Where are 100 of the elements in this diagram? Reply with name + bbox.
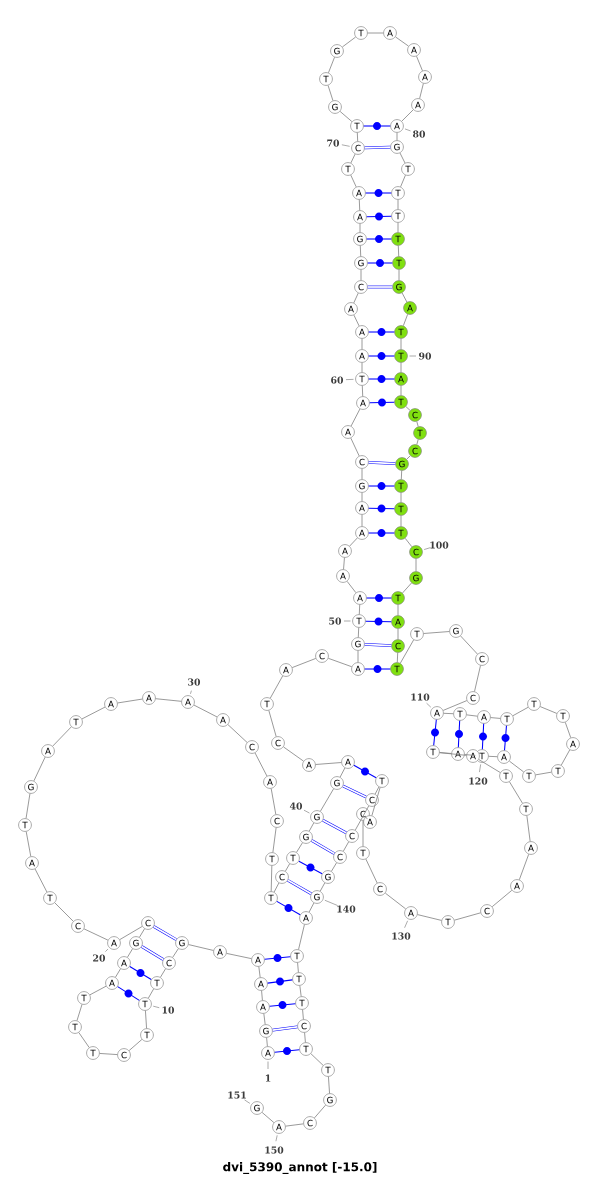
backbone-line: [401, 292, 408, 303]
backbone-line: [402, 582, 412, 594]
backbone-line: [397, 222, 399, 233]
backbone-line: [258, 966, 261, 978]
backbone-line: [272, 827, 277, 853]
backbone-line: [442, 700, 468, 711]
backbone-line: [147, 988, 155, 999]
position-number: 30: [188, 678, 201, 686]
backbone-line: [508, 760, 525, 773]
position-number: 40: [289, 802, 303, 810]
backbone-line: [343, 557, 345, 570]
base-pair-line: [364, 665, 391, 673]
backbone-line: [128, 1039, 143, 1051]
position-number: 50: [329, 617, 342, 625]
base-pair-line: [366, 285, 394, 289]
backbone-line: [374, 786, 380, 795]
backbone-line: [443, 712, 454, 715]
backbone-line: [564, 721, 572, 739]
backbone-line: [535, 771, 552, 776]
backbone-line: [291, 658, 317, 668]
backbone-line: [405, 406, 411, 411]
backbone-line: [415, 558, 417, 572]
position-number: 80: [413, 130, 426, 138]
backbone-line: [270, 865, 273, 892]
backbone-line: [539, 706, 558, 714]
backbone-line: [360, 269, 362, 281]
backbone-line: [172, 948, 179, 958]
position-number: 90: [419, 352, 432, 360]
backbone-line: [371, 787, 381, 816]
base-pair-line: [342, 784, 367, 799]
backbone-line: [270, 788, 277, 815]
backbone-line: [400, 515, 402, 527]
backbone-line: [402, 313, 409, 327]
base-pair-line: [264, 954, 291, 962]
backbone-line: [273, 882, 280, 893]
backbone-line: [367, 32, 384, 34]
backbone-line: [397, 199, 399, 210]
backbone-line: [227, 724, 248, 743]
backbone-line: [261, 990, 263, 1001]
base-pair-line: [365, 189, 392, 197]
backbone-line: [526, 815, 531, 842]
backbone-line: [384, 892, 407, 910]
backbone-line: [416, 55, 423, 72]
backbone-line: [139, 928, 145, 938]
position-number: 130: [392, 932, 411, 940]
base-pair-line: [369, 398, 395, 407]
backbone-line: [460, 635, 478, 655]
position-number: 100: [430, 541, 449, 549]
backbone-line: [261, 1112, 275, 1123]
backbone-line: [354, 805, 370, 831]
base-pair-line: [363, 642, 393, 648]
backbone-line: [399, 152, 406, 164]
backbone-line: [357, 627, 360, 638]
base-pair-line: [368, 482, 395, 490]
backbone-line: [25, 793, 31, 819]
backbone-line: [54, 902, 74, 922]
backbone-line: [155, 698, 182, 702]
backbone-line: [361, 362, 363, 373]
backbone-line: [361, 338, 363, 350]
backbone-line: [361, 468, 363, 480]
position-number: 20: [93, 954, 106, 962]
backbone-line: [478, 759, 501, 773]
base-pair-line: [368, 328, 395, 336]
backbone-line: [304, 1032, 306, 1043]
backbone-line: [342, 841, 350, 852]
backbone-line: [466, 714, 478, 717]
backbone-line: [359, 223, 361, 233]
caption: dvi_5390_annot [-15.0]: [223, 1162, 377, 1174]
backbone-line: [283, 746, 304, 762]
backbone-line: [319, 882, 326, 892]
backbone-line: [361, 385, 364, 397]
position-number: 110: [411, 693, 430, 701]
backbone-line: [400, 492, 402, 503]
base-pair-line: [367, 259, 393, 267]
backbone-line: [117, 698, 143, 704]
backbone-line: [356, 132, 359, 142]
base-pair-line: [366, 235, 392, 243]
backbone-line: [89, 985, 107, 996]
backbone-line: [285, 863, 291, 872]
backbone-line: [193, 704, 218, 718]
backbone-line: [365, 858, 378, 884]
backbone-line: [78, 1032, 90, 1048]
base-pair-line: [367, 460, 397, 466]
base-pair-line: [322, 819, 347, 835]
base-pair-line: [140, 945, 165, 961]
backbone-line: [490, 717, 501, 719]
base-pair-line: [431, 719, 439, 746]
backbone-line: [365, 816, 368, 820]
backbone-line: [400, 338, 402, 350]
base-pair-line: [368, 375, 395, 383]
backbone-line: [308, 902, 315, 913]
backbone-line: [488, 755, 498, 758]
backbone-line: [327, 85, 334, 101]
backbone-line: [339, 111, 353, 122]
backbone-line: [396, 652, 399, 663]
backbone-line: [350, 174, 357, 188]
backbone-line: [400, 385, 402, 396]
backbone-line: [119, 926, 143, 940]
backbone-line: [285, 1123, 304, 1127]
backbone-line: [397, 604, 399, 616]
